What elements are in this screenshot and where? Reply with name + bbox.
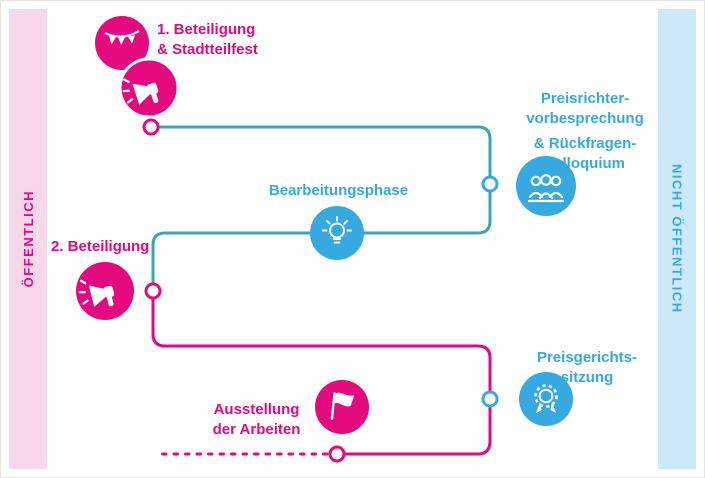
not-public-band-label: NICHT ÖFFENTLICH (669, 164, 685, 314)
label-preisrichter-line4: kolloquium (545, 155, 625, 172)
label-preisgericht-line2: sitzung (560, 369, 614, 386)
label-ausstellung: Ausstellung der Arbeiten (199, 400, 314, 440)
label-preisrichter-line2: vorbesprechung (526, 110, 644, 127)
award-circle (519, 372, 573, 426)
node-ausstellung (328, 445, 346, 463)
label-preisgericht: Preisgerichts- sitzung (513, 348, 661, 388)
node-preisgericht (481, 390, 499, 408)
connector-public-to-jury (151, 125, 492, 291)
label-step1-line2: & Stadtteilfest (157, 41, 258, 58)
node-preisrichter (481, 175, 499, 193)
node-step1 (142, 118, 160, 136)
lightbulb-icon (322, 216, 352, 244)
flag-circle (315, 380, 369, 434)
judges-icon (527, 174, 565, 203)
label-step1-line1: 1. Beteiligung (157, 21, 256, 38)
label-ausstellung-line2: der Arbeiten (212, 421, 301, 438)
not-public-band: NICHT ÖFFENTLICH (658, 9, 696, 469)
label-preisrichter-line3: & Rückfragen- (533, 135, 637, 152)
label-preisgericht-line1: Preisgerichts- (536, 349, 638, 366)
label-preisrichter: Preisrichter- vorbesprechung & Rückfrage… (501, 89, 669, 174)
bunting-icon (104, 30, 140, 45)
label-step2: 2. Beteiligung (51, 238, 150, 255)
award-icon (534, 384, 558, 413)
label-ausstellung-line1: Ausstellung (213, 401, 300, 418)
flag-icon (330, 392, 355, 421)
lightbulb-circle (310, 206, 364, 260)
connector-participation2-to-award (151, 291, 492, 456)
label-preisrichter-line1: Preisrichter- (540, 90, 630, 107)
public-band: ÖFFENTLICH (9, 9, 47, 469)
node-step2 (144, 282, 162, 300)
label-step1: 1. Beteiligung & Stadtteilfest (157, 20, 258, 60)
label-bearbeitungsphase: Bearbeitungsphase (268, 182, 409, 199)
